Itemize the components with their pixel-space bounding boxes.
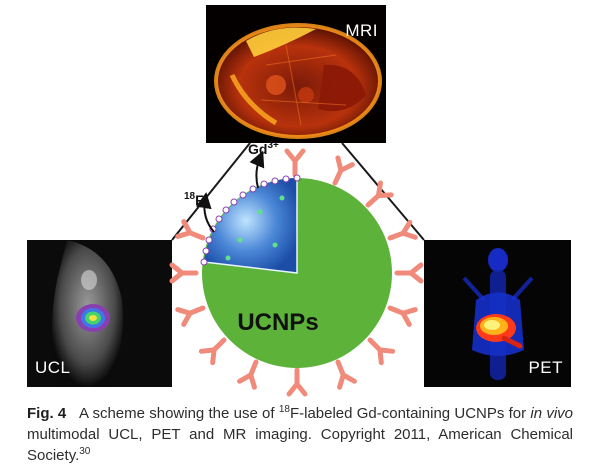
- ucl-label: UCL: [35, 358, 71, 377]
- caption-isotope-superscript: 18: [278, 404, 290, 415]
- mri-label: MRI: [345, 21, 378, 40]
- caption-text-1: A scheme showing the use of: [79, 405, 279, 422]
- pet-mouse-image: [424, 240, 571, 387]
- caption-ref-superscript: 30: [79, 446, 91, 457]
- mri-image-panel: MRI: [206, 5, 386, 143]
- figure-number: Fig. 4: [27, 405, 67, 422]
- mri-scan-image: [206, 5, 386, 143]
- ucnp-scheme: Gd3+ 18F- UCNPs: [0, 140, 425, 398]
- gd-bead-rim: [200, 174, 301, 266]
- ucl-image-panel: UCL: [27, 240, 172, 387]
- caption-text-2: F-labeled Gd-containing UCNPs for: [289, 405, 531, 422]
- caption-italic: in vivo: [530, 405, 573, 422]
- gd-arrow: [249, 150, 265, 189]
- fluoride-label: 18F-: [184, 191, 207, 208]
- ucl-mouse-image: [27, 240, 172, 387]
- fluoride-arrow: [195, 192, 215, 233]
- figure: MRI UCL: [0, 5, 571, 398]
- pet-image-panel: PET: [424, 240, 571, 387]
- pet-label: PET: [528, 358, 563, 377]
- figure-caption: Fig. 4 A scheme showing the use of 18F-l…: [27, 403, 573, 466]
- caption-text-3: multimodal UCL, PET and MR imaging. Copy…: [27, 426, 573, 464]
- ucnps-label: UCNPs: [237, 309, 318, 336]
- gd-label: Gd3+: [248, 140, 279, 157]
- cutaway-shell: [203, 178, 298, 274]
